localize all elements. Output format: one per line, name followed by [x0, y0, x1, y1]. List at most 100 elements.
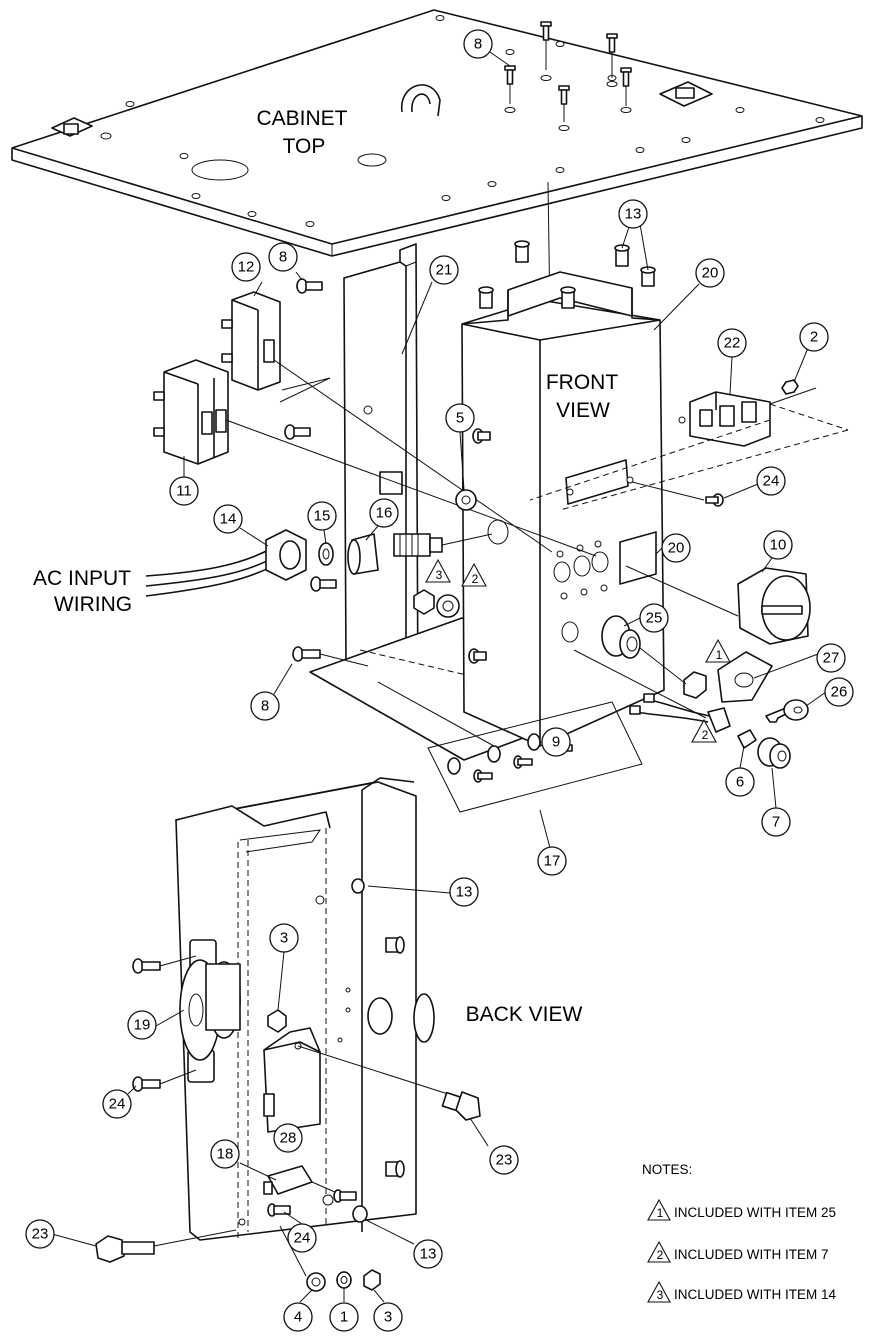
svg-text:13: 13 — [420, 1246, 437, 1263]
nut-3-bottom — [363, 1269, 381, 1291]
svg-text:20: 20 — [668, 540, 685, 557]
note-triangle-2-diagram-upper: 2 — [461, 562, 487, 587]
callout-leaders — [51, 51, 827, 1303]
svg-text:13: 13 — [456, 884, 473, 901]
back-view-enclosure — [175, 777, 435, 1241]
callout-bubble-13-lower: 13 — [413, 1239, 443, 1269]
svg-text:15: 15 — [314, 508, 331, 525]
callout-bubble-6: 6 — [725, 767, 755, 797]
callout-bubble-21: 21 — [429, 255, 459, 285]
svg-text:9: 9 — [552, 734, 560, 751]
top-studs — [478, 240, 656, 309]
screw-bracket-lower — [310, 576, 337, 592]
screw-8-lower — [292, 646, 321, 662]
strain-relief-14 — [265, 529, 307, 581]
callout-bubble-13-top: 13 — [618, 199, 648, 229]
note-triangle-1: 1 — [647, 1198, 671, 1221]
callout-bubble-1: 1 — [329, 1302, 359, 1332]
svg-text:3: 3 — [436, 568, 443, 582]
svg-text:12: 12 — [238, 259, 255, 276]
callout-bubble-2: 2 — [799, 322, 829, 352]
top-screws — [504, 21, 632, 131]
svg-text:1: 1 — [340, 1309, 348, 1326]
screw-18 — [333, 1189, 357, 1203]
callout-bubble-5: 5 — [445, 403, 475, 433]
bulb-6 — [737, 729, 757, 749]
nut-13-lower — [352, 1205, 368, 1223]
svg-text:21: 21 — [436, 262, 453, 279]
note-triangle-3-diagram: 3 — [425, 558, 451, 583]
svg-text:25: 25 — [646, 610, 663, 627]
callout-bubble-25: 25 — [639, 603, 669, 633]
callout-bubble-23-upper: 23 — [489, 1145, 519, 1175]
washer-15 — [318, 542, 334, 566]
svg-text:24: 24 — [294, 1230, 311, 1247]
callout-bubble-20-lower: 20 — [661, 533, 691, 563]
key-plate-27 — [717, 651, 773, 703]
callout-bubble-22: 22 — [717, 328, 747, 358]
note-triangle-1-diagram: 1 — [705, 638, 731, 663]
callout-bubble-18: 18 — [210, 1139, 240, 1169]
cabinet-top-label-line2: TOP — [283, 135, 326, 158]
callout-bubble-17: 17 — [537, 846, 567, 876]
callout-bubble-16: 16 — [369, 498, 399, 528]
svg-text:3: 3 — [657, 1288, 664, 1302]
svg-text:4: 4 — [294, 1309, 302, 1326]
svg-text:16: 16 — [376, 505, 393, 522]
note-item-3: 3 INCLUDED WITH ITEM 14 — [647, 1280, 837, 1303]
svg-text:19: 19 — [134, 1017, 151, 1034]
callout-bubble-14: 14 — [213, 504, 243, 534]
bolt-23-lower — [95, 1235, 155, 1263]
key-26 — [765, 699, 809, 723]
callout-bubble-20-upper: 20 — [695, 258, 725, 288]
washer-1 — [336, 1271, 352, 1289]
callout-bubble-13-back: 13 — [449, 877, 479, 907]
cabinet-top-label-line1: CABINET — [256, 107, 347, 130]
wire-harness — [629, 693, 731, 733]
callout-bubble-3-bottom: 3 — [373, 1302, 403, 1332]
latch-bracket-right — [659, 81, 713, 107]
svg-text:3: 3 — [384, 1309, 392, 1326]
lock-washer-lower — [436, 594, 460, 618]
svg-text:2: 2 — [702, 728, 709, 742]
hex-nut — [413, 589, 435, 615]
svg-text:22: 22 — [724, 335, 741, 352]
svg-text:17: 17 — [544, 853, 561, 870]
callout-bubble-9: 9 — [541, 727, 571, 757]
svg-text:18: 18 — [217, 1146, 234, 1163]
receptacle-19 — [179, 939, 241, 1083]
svg-text:14: 14 — [220, 511, 237, 528]
outlet-22 — [678, 391, 771, 447]
screw-bracket-mid — [284, 424, 311, 440]
back-studs — [367, 936, 435, 1178]
note-triangle-2: 2 — [647, 1240, 671, 1263]
note-text-1: INCLUDED WITH ITEM 25 — [674, 1205, 836, 1220]
svg-text:10: 10 — [770, 537, 787, 554]
hardware-kit-17 — [427, 701, 643, 813]
callout-bubble-10: 10 — [763, 530, 793, 560]
lamp-7 — [757, 737, 791, 769]
svg-text:5: 5 — [456, 410, 464, 427]
note-item-2: 2 INCLUDED WITH ITEM 7 — [647, 1240, 829, 1263]
relay-28 — [263, 1027, 321, 1133]
notes-heading: NOTES: — [642, 1162, 692, 1177]
svg-text:23: 23 — [32, 1226, 49, 1243]
svg-text:8: 8 — [279, 249, 287, 266]
circuit-breaker-11 — [153, 359, 229, 465]
bushing-16 — [347, 533, 379, 575]
threaded-fitting — [393, 533, 443, 557]
svg-text:24: 24 — [109, 1096, 126, 1113]
callout-bubble-24-back: 24 — [102, 1089, 132, 1119]
callout-bubble-15: 15 — [307, 501, 337, 531]
screw-19-upper — [132, 958, 161, 974]
callout-bubble-26: 26 — [824, 677, 854, 707]
svg-text:7: 7 — [772, 814, 780, 831]
note-text-3: INCLUDED WITH ITEM 14 — [674, 1287, 837, 1302]
callout-bubble-28: 28 — [273, 1123, 303, 1153]
note-text-2: INCLUDED WITH ITEM 7 — [674, 1247, 829, 1262]
screw-24-back — [132, 1076, 161, 1092]
svg-text:1: 1 — [657, 1206, 664, 1220]
screw-24-front — [705, 493, 724, 507]
svg-text:20: 20 — [702, 265, 719, 282]
latch-bracket-left — [51, 117, 93, 137]
